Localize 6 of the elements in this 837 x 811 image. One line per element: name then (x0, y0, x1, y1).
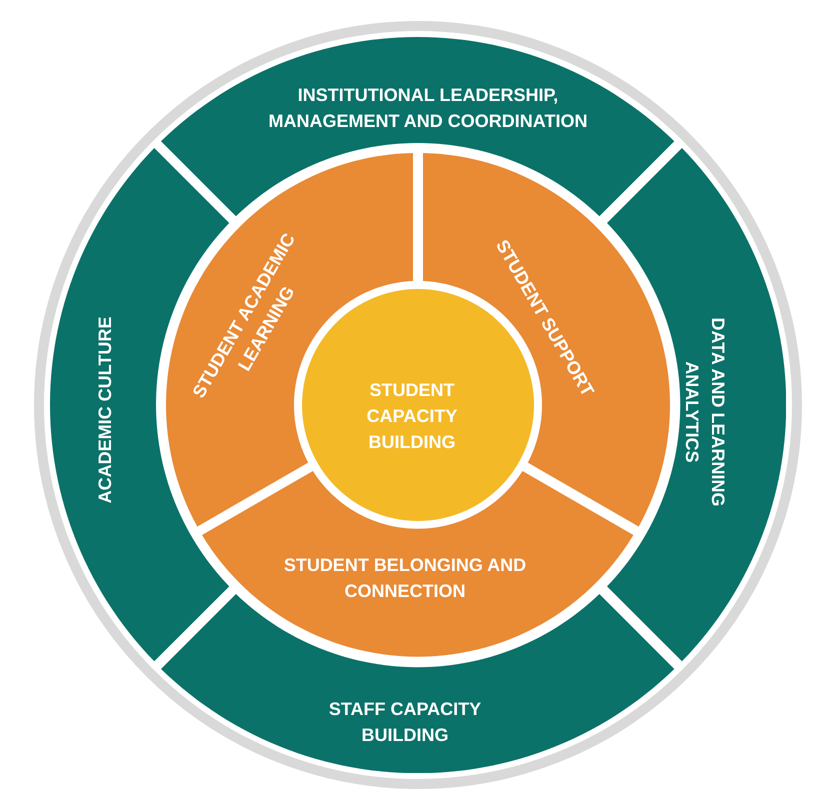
segment-label: STUDENT CAPACITY BUILDING (366, 379, 458, 454)
segment-label: INSTITUTIONAL LEADERSHIP, MANAGEMENT AND COORDINATION (267, 84, 588, 133)
segment-label: STUDENT BELONGING AND CONNECTION (282, 554, 528, 603)
segment-label: ACADEMIC CULTURE (94, 316, 116, 506)
segment-label: DATA AND LEARNING ANALYTICS (681, 316, 729, 508)
segment-label: STAFF CAPACITY BUILDING (328, 698, 482, 747)
